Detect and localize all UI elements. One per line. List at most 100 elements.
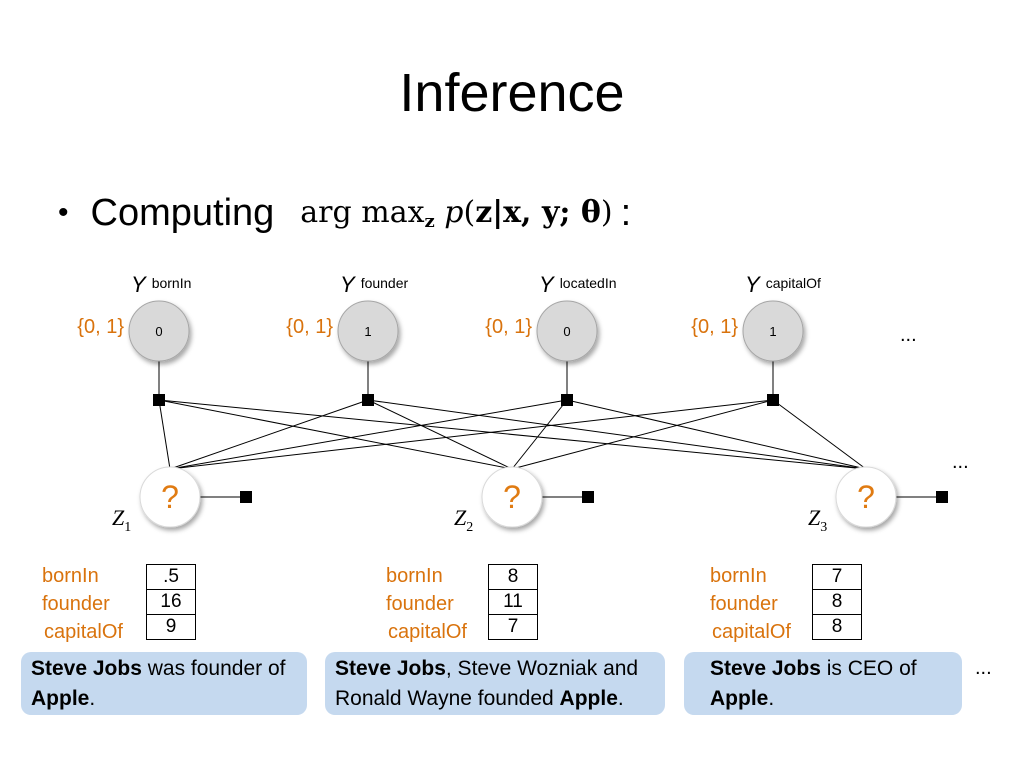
- z-node-circle: [139, 466, 201, 528]
- z-node-symbol: ?: [503, 479, 521, 515]
- score-cell: 16: [146, 589, 196, 615]
- entity-1: Steve Jobs: [710, 657, 821, 680]
- argmax-formula: arg maxz p(z|x, y; θ): [300, 194, 613, 232]
- sentence-text: , Steve Wozniak and Ronald Wayne founded: [335, 657, 639, 710]
- factor-square-icon: [153, 394, 165, 406]
- z-node-2: ? Z2: [454, 466, 594, 535]
- z-node-label: Z2: [454, 505, 473, 535]
- entity-1: Steve Jobs: [31, 657, 142, 680]
- score-cell: 8: [488, 564, 538, 590]
- formula-operator: arg max: [300, 194, 425, 230]
- score-table-3: 7 8 8: [812, 564, 862, 640]
- entity-1: Steve Jobs: [335, 657, 446, 680]
- sentence-text: is CEO of: [820, 657, 917, 680]
- feature-label: founder: [710, 593, 778, 615]
- score-table-2: 8 11 7: [488, 564, 538, 640]
- z-node-symbol: ?: [161, 479, 179, 515]
- feature-labels-1: bornIn founder capitalOf: [42, 562, 123, 646]
- score-cell: 11: [488, 589, 538, 615]
- formula-p: p: [444, 194, 464, 230]
- bullet-colon: :: [620, 191, 632, 234]
- y-node-circle: [337, 300, 399, 362]
- score-cell: .5: [146, 564, 196, 590]
- feature-label: capitalOf: [388, 621, 467, 643]
- factor-edge: [169, 399, 774, 470]
- z-node-symbol: ?: [857, 479, 875, 515]
- y-node-domain: {0, 1}: [485, 316, 532, 338]
- score-cell: 8: [812, 614, 862, 640]
- factor-square-icon: [561, 394, 573, 406]
- y-node-domain: {0, 1}: [77, 316, 124, 338]
- y-node-value: 1: [364, 324, 371, 339]
- factor-edge: [158, 399, 513, 470]
- bullet-dot-icon: •: [58, 196, 69, 229]
- factor-square-icon: [936, 491, 948, 503]
- score-table-1: .5 16 9: [146, 564, 196, 640]
- sentence-text: .: [617, 687, 624, 710]
- factor-square-icon: [240, 491, 252, 503]
- z-node-1: ? Z1: [112, 466, 252, 535]
- entity-2: Apple: [710, 687, 769, 710]
- sentence-box-3: Steve Jobs is CEO of Apple.: [684, 652, 962, 715]
- factor-edge: [367, 399, 513, 470]
- formula-args: z|x, y; θ: [475, 194, 601, 230]
- y-node-value: 0: [155, 324, 162, 339]
- y-node-domain: {0, 1}: [691, 316, 738, 338]
- y-ellipsis: ...: [900, 324, 917, 346]
- z-node-label: Z3: [808, 505, 827, 535]
- z-node-circle: [835, 466, 897, 528]
- y-node-circle: [128, 300, 190, 362]
- feature-label: capitalOf: [44, 621, 123, 643]
- factor-edge: [158, 399, 867, 470]
- bullet-item: • Computing arg maxz p(z|x, y; θ) :: [58, 188, 631, 238]
- factor-edge: [511, 399, 774, 470]
- feature-label: bornIn: [42, 565, 99, 587]
- factor-edge: [367, 399, 867, 470]
- entity-2: Apple: [559, 687, 618, 710]
- y-node-domain: {0, 1}: [286, 316, 333, 338]
- factor-square-icon: [767, 394, 779, 406]
- feature-label: founder: [42, 593, 110, 615]
- sentence-text: .: [768, 687, 775, 710]
- score-cell: 8: [812, 589, 862, 615]
- factor-square-icon: [582, 491, 594, 503]
- z-node-3: ? Z3: [808, 466, 948, 535]
- feature-label: capitalOf: [712, 621, 791, 643]
- z-node-label: Z1: [112, 505, 131, 535]
- factor-square-icon: [362, 394, 374, 406]
- sentence-text: was founder of: [141, 657, 286, 680]
- z-node-circle: [481, 466, 543, 528]
- factor-edge: [566, 399, 867, 470]
- z-ellipsis: ...: [952, 451, 969, 473]
- y-node-value: 1: [769, 324, 776, 339]
- formula-subscript: z: [424, 210, 435, 232]
- feature-labels-2: bornIn founder capitalOf: [386, 562, 467, 646]
- sentence-text: .: [89, 687, 96, 710]
- factor-edge: [169, 399, 568, 470]
- y-node-circle: [742, 300, 804, 362]
- z-variable-nodes: ? Z1? Z2? Z3: [112, 466, 948, 535]
- feature-labels-3: bornIn founder capitalOf: [710, 562, 791, 646]
- factor-edge: [511, 399, 568, 470]
- factor-edge: [772, 399, 867, 470]
- sentence-box-1: Steve Jobs was founder of Apple.: [21, 652, 307, 715]
- entity-2: Apple: [31, 687, 90, 710]
- bullet-text: Computing: [90, 191, 275, 234]
- factor-edge: [158, 399, 171, 470]
- sentence-ellipsis: ...: [975, 657, 992, 679]
- feature-label: bornIn: [710, 565, 767, 587]
- feature-label: bornIn: [386, 565, 443, 587]
- slide-title: Inference: [399, 63, 625, 123]
- score-cell: 7: [812, 564, 862, 590]
- y-node-circle: [536, 300, 598, 362]
